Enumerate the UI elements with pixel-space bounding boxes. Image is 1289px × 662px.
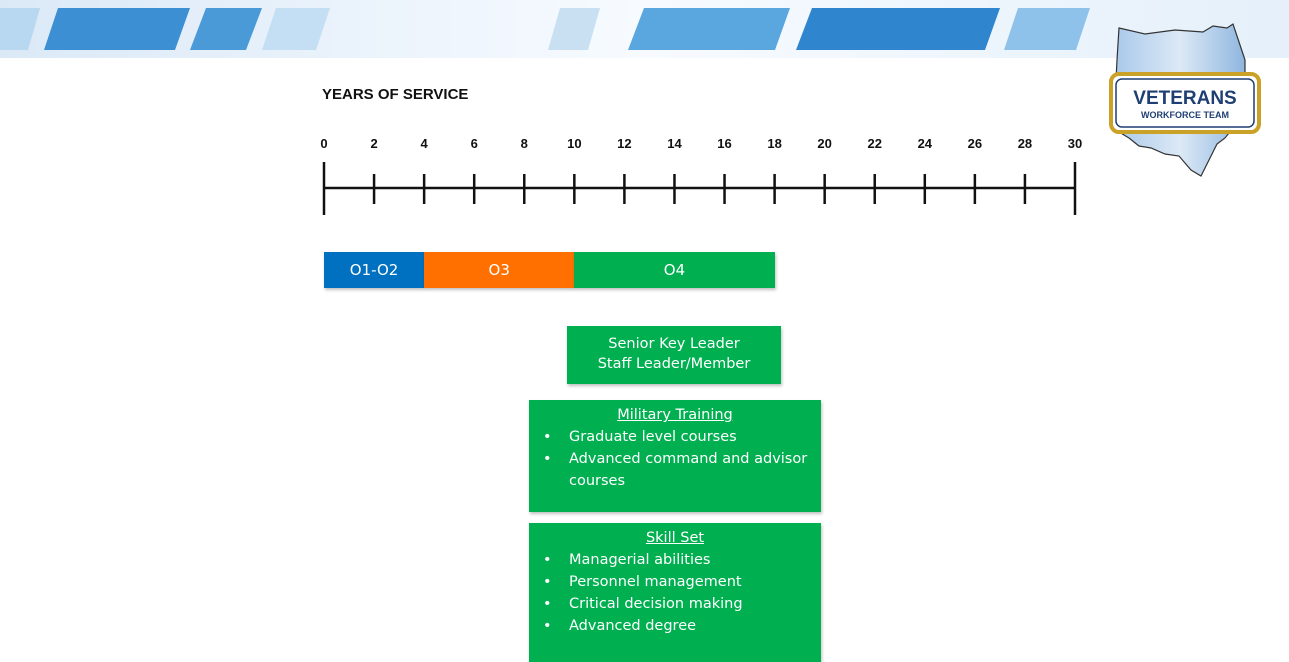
military-training-box: Military Training Graduate level courses… bbox=[529, 400, 821, 512]
tick-label: 12 bbox=[617, 136, 632, 151]
list-item: Graduate level courses bbox=[537, 426, 813, 448]
tick-label: 26 bbox=[967, 136, 983, 151]
leader-role-line2: Staff Leader/Member bbox=[597, 356, 751, 372]
tick-label: 18 bbox=[767, 136, 782, 151]
tick-label: 24 bbox=[917, 136, 933, 151]
tick-label: 0 bbox=[320, 136, 328, 151]
tick-label: 20 bbox=[817, 136, 832, 151]
tick-label: 8 bbox=[520, 136, 528, 151]
skill-set-heading: Skill Set bbox=[645, 530, 705, 546]
tick-label: 16 bbox=[717, 136, 732, 151]
tick-label: 10 bbox=[567, 136, 582, 151]
chart-title: YEARS OF SERVICE bbox=[322, 86, 469, 103]
skill-set-box: Skill Set Managerial abilities Personnel… bbox=[529, 523, 821, 662]
list-item: Personnel management bbox=[537, 571, 813, 593]
tick-label: 4 bbox=[420, 136, 428, 151]
list-item: Advanced degree bbox=[537, 615, 813, 637]
tick-label: 22 bbox=[867, 136, 882, 151]
leader-role-line1: Senior Key Leader bbox=[608, 336, 740, 352]
tick-label: 28 bbox=[1017, 136, 1033, 151]
list-item: Managerial abilities bbox=[537, 549, 813, 571]
leader-role-box: Senior Key Leader Staff Leader/Member bbox=[567, 326, 781, 384]
logo-line1: VETERANS bbox=[1133, 88, 1236, 109]
list-item: Critical decision making bbox=[537, 593, 813, 615]
rank-bar: O1-O2 bbox=[324, 252, 425, 288]
rank-bar: O3 bbox=[424, 252, 575, 288]
logo-line2: WORKFORCE TEAM bbox=[1141, 110, 1229, 120]
military-training-heading: Military Training bbox=[617, 407, 733, 423]
tick-label: 6 bbox=[470, 136, 478, 151]
tick-label: 14 bbox=[667, 136, 682, 151]
decorative-banner bbox=[0, 0, 1289, 58]
rank-bar: O4 bbox=[574, 252, 775, 288]
veterans-workforce-team-logo: VETERANS WORKFORCE TEAM bbox=[1109, 23, 1261, 177]
list-item: Advanced command and advisor courses bbox=[537, 448, 813, 492]
tick-label: 30 bbox=[1067, 136, 1083, 151]
tick-label: 2 bbox=[370, 136, 378, 151]
